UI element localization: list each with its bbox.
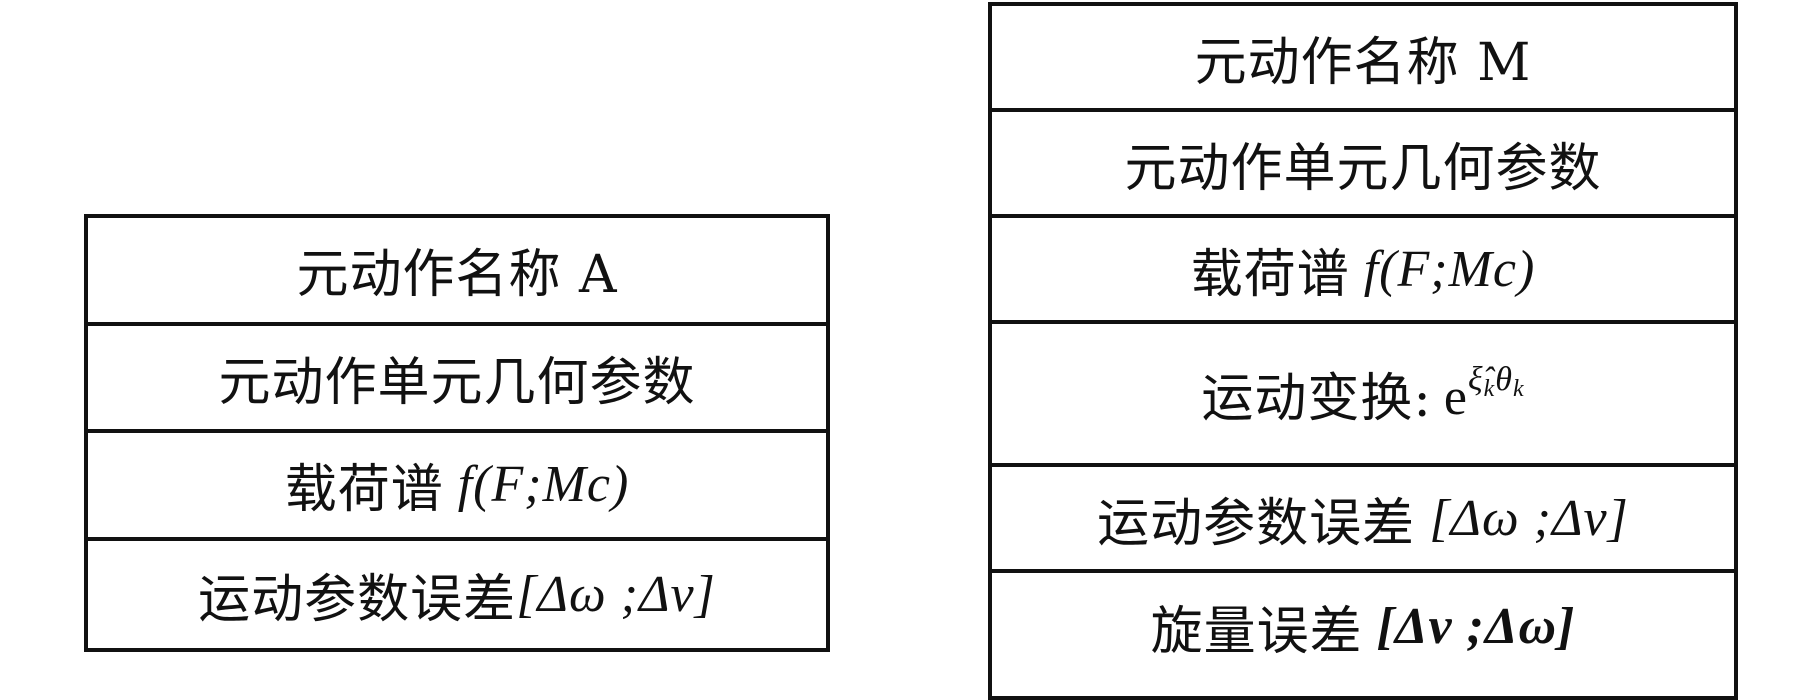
block-m-screw-error-label: 旋量误差 bbox=[1150, 601, 1363, 662]
block-a-load-formula: f(F;Mc) bbox=[457, 456, 630, 514]
block-m-transform-formula: eξ̂kθk bbox=[1444, 361, 1525, 427]
block-m-geometry: 元动作单元几何参数 bbox=[1124, 138, 1602, 199]
block-a-geometry: 元动作单元几何参数 bbox=[218, 352, 696, 413]
block-m-transform-label: 运动变换: bbox=[1201, 369, 1432, 429]
block-a-geometry-row: 元动作单元几何参数 bbox=[88, 326, 826, 433]
block-m-load-row: 载荷谱 f(F;Mc) bbox=[992, 218, 1734, 324]
transform-exponent: ξ̂kθk bbox=[1468, 360, 1525, 402]
block-m-geometry-row: 元动作单元几何参数 bbox=[992, 112, 1734, 218]
meta-action-block-m: 元动作名称 M 元动作单元几何参数 载荷谱 f(F;Mc) 运动变换: eξ̂k… bbox=[988, 2, 1738, 700]
block-m-screw-error-row: 旋量误差 [Δv ;Δω] bbox=[992, 573, 1734, 679]
block-a-load-row: 载荷谱 f(F;Mc) bbox=[88, 433, 826, 541]
transform-theta-subscript: k bbox=[1512, 375, 1525, 402]
block-m-motion-error-label: 运动参数误差 bbox=[1097, 493, 1416, 554]
block-m-motion-error-formula: [Δω ;Δv] bbox=[1429, 489, 1629, 547]
transform-base: e bbox=[1443, 368, 1469, 426]
block-a-motion-error-formula: [Δω ;Δv] bbox=[516, 565, 716, 623]
block-a-load-label: 载荷谱 bbox=[284, 460, 444, 521]
transform-xi-subscript: k bbox=[1483, 375, 1496, 402]
block-m-name: 元动作名称 M bbox=[1194, 32, 1532, 93]
block-a-name: 元动作名称 A bbox=[296, 245, 618, 306]
block-a-motion-error-label: 运动参数误差 bbox=[198, 569, 517, 630]
block-m-name-row: 元动作名称 M bbox=[992, 6, 1734, 112]
block-a-motion-error-row: 运动参数误差 [Δω ;Δv] bbox=[88, 541, 826, 649]
block-m-load-label: 载荷谱 bbox=[1190, 244, 1350, 305]
block-m-motion-error-row: 运动参数误差 [Δω ;Δv] bbox=[992, 467, 1734, 573]
transform-theta: θ bbox=[1495, 360, 1513, 398]
block-m-screw-error-formula: [Δv ;Δω] bbox=[1376, 597, 1576, 655]
block-a-name-row: 元动作名称 A bbox=[88, 218, 826, 326]
block-m-transform-row: 运动变换: eξ̂kθk bbox=[992, 324, 1734, 467]
transform-xi: ξ̂ bbox=[1468, 360, 1484, 398]
block-m-load-formula: f(F;Mc) bbox=[1363, 240, 1536, 298]
meta-action-block-a: 元动作名称 A 元动作单元几何参数 载荷谱 f(F;Mc) 运动参数误差 [Δω… bbox=[84, 214, 830, 652]
